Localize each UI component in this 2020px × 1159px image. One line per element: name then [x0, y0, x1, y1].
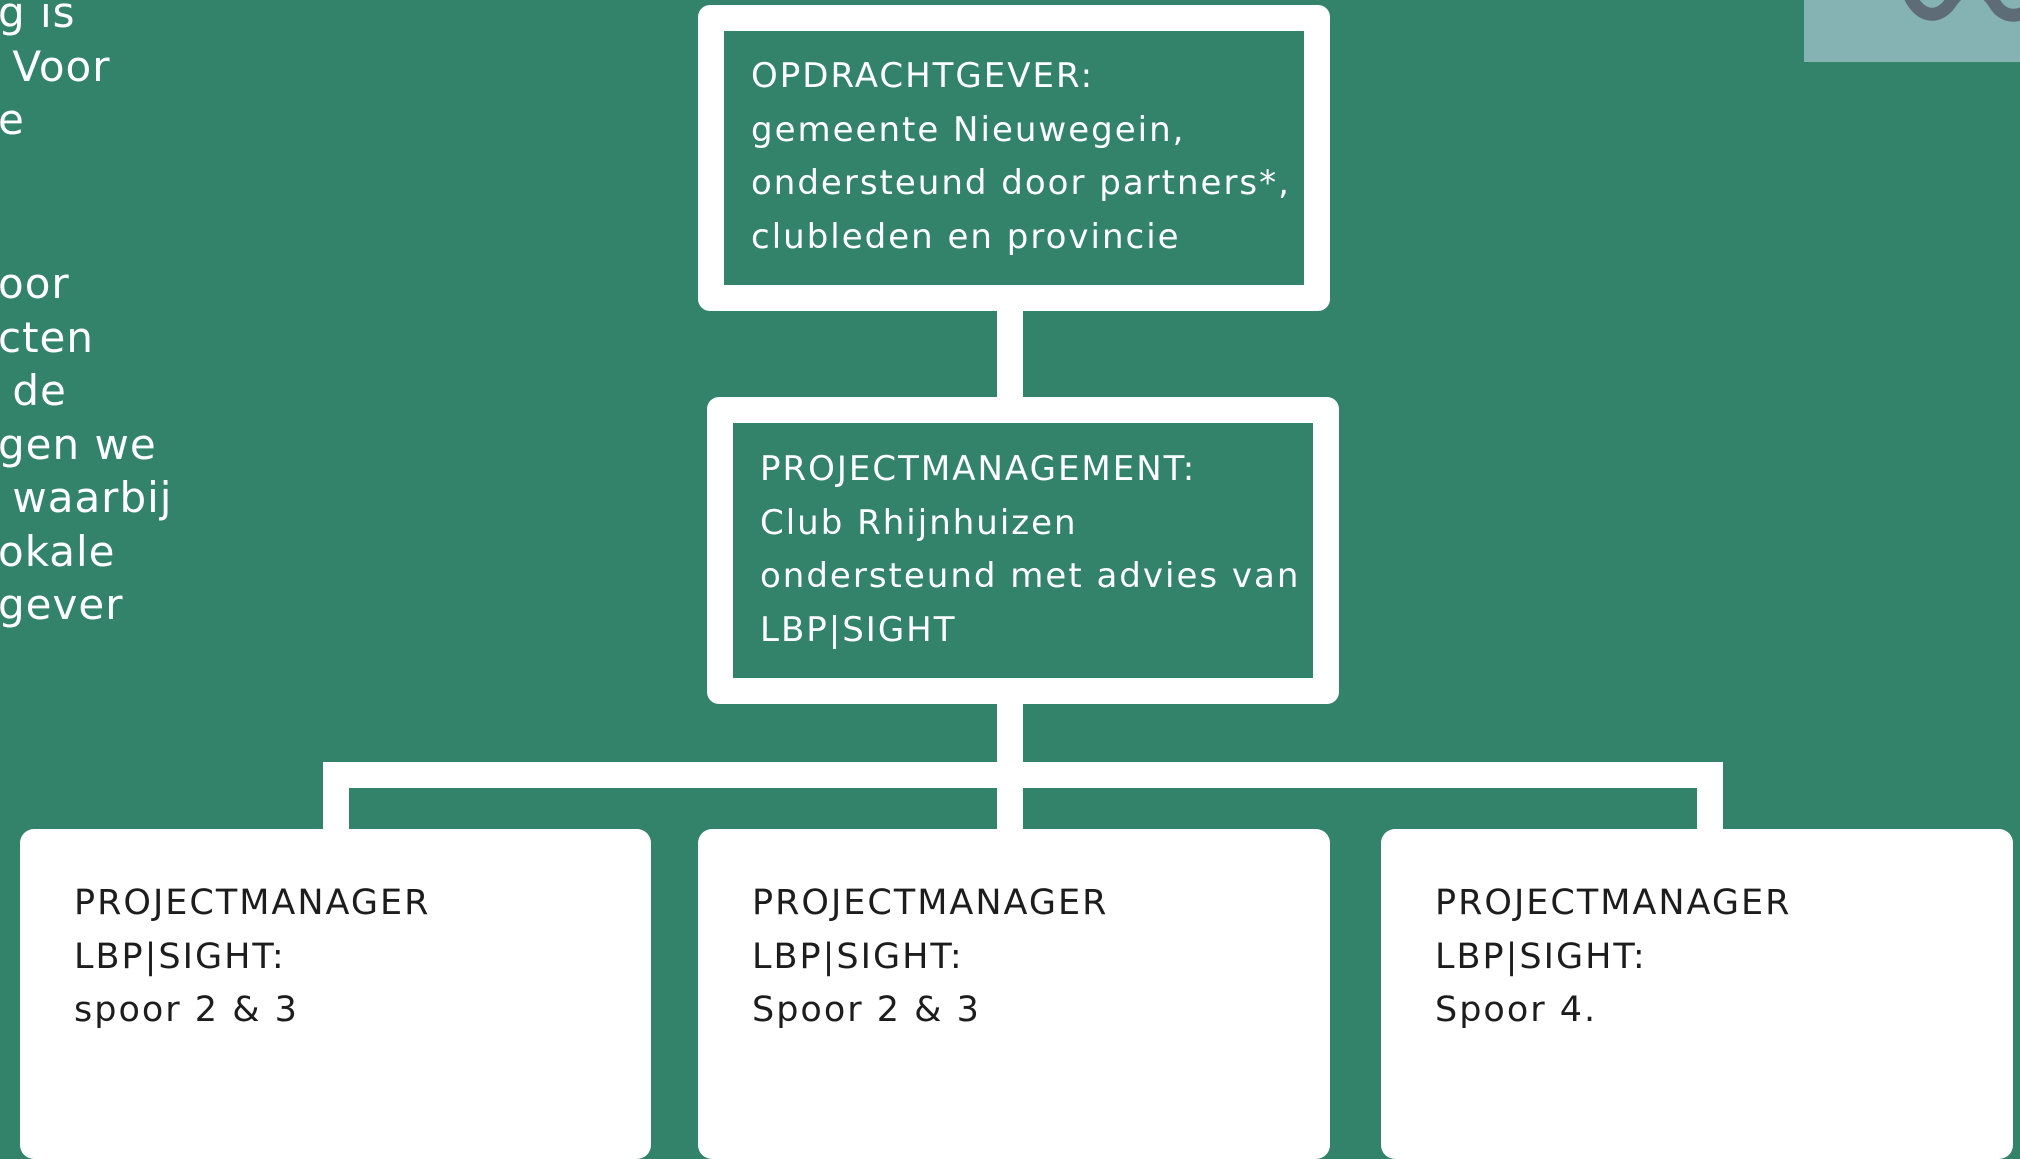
project-manager-card-line: LBP|SIGHT:	[752, 936, 964, 977]
project-manager-card-line: Spoor 2 & 3	[752, 990, 981, 1030]
side-text-line: okale	[0, 526, 116, 576]
client-box: OPDRACHTGEVER: gemeente Nieuwegein, onde…	[698, 5, 1330, 311]
project-manager-card-line: spoor 2 & 3	[74, 990, 299, 1030]
client-box-line: clubleden en provincie	[751, 216, 1181, 257]
side-text-line: e	[0, 95, 25, 144]
project-manager-card-title: PROJECTMANAGER	[74, 883, 431, 923]
client-box-line: ondersteund door partners*,	[751, 163, 1291, 203]
project-management-box-title: PROJECTMANAGEMENT:	[760, 449, 1197, 489]
side-text-line: g is	[0, 0, 76, 37]
side-text-line: cten	[0, 312, 95, 362]
side-text-line: oor	[0, 259, 70, 308]
wave-icon	[1904, 0, 2020, 22]
project-management-box-line: Club Rhijnhuizen	[760, 502, 1078, 543]
project-manager-card-line: LBP|SIGHT:	[74, 936, 286, 977]
project-management-box-text: PROJECTMANAGEMENT: Club Rhijnhuizen onde…	[733, 423, 1313, 657]
side-text-line: gever	[0, 580, 124, 629]
connector-right-drop	[1697, 762, 1723, 837]
connector-client-to-management	[997, 300, 1023, 410]
project-manager-card: PROJECTMANAGER LBP|SIGHT: Spoor 4.	[1381, 829, 2013, 1159]
project-manager-card: PROJECTMANAGER LBP|SIGHT: Spoor 2 & 3	[698, 829, 1330, 1159]
project-manager-card-title: PROJECTMANAGER	[752, 883, 1109, 923]
project-management-box-line: LBP|SIGHT	[760, 609, 957, 650]
project-manager-card-line: LBP|SIGHT:	[1435, 936, 1647, 977]
project-management-box: PROJECTMANAGEMENT: Club Rhijnhuizen onde…	[707, 397, 1339, 704]
project-manager-card-title: PROJECTMANAGER	[1435, 883, 1792, 923]
connector-horizontal	[323, 762, 1723, 788]
project-manager-card-line: Spoor 4.	[1435, 990, 1598, 1030]
side-text-line: Voor	[0, 41, 111, 91]
corner-decoration	[1804, 0, 2020, 62]
project-management-box-line: ondersteund met advies van	[760, 556, 1301, 596]
client-box-title: OPDRACHTGEVER:	[751, 56, 1095, 96]
side-text-line: waarbij	[0, 473, 173, 522]
side-text-line: de	[0, 366, 67, 415]
project-manager-card: PROJECTMANAGER LBP|SIGHT: spoor 2 & 3	[20, 829, 651, 1159]
client-box-line: gemeente Nieuwegein,	[751, 109, 1186, 150]
client-box-text: OPDRACHTGEVER: gemeente Nieuwegein, onde…	[724, 31, 1304, 264]
side-text-line: gen we	[0, 419, 157, 469]
connector-left-drop	[323, 762, 349, 837]
